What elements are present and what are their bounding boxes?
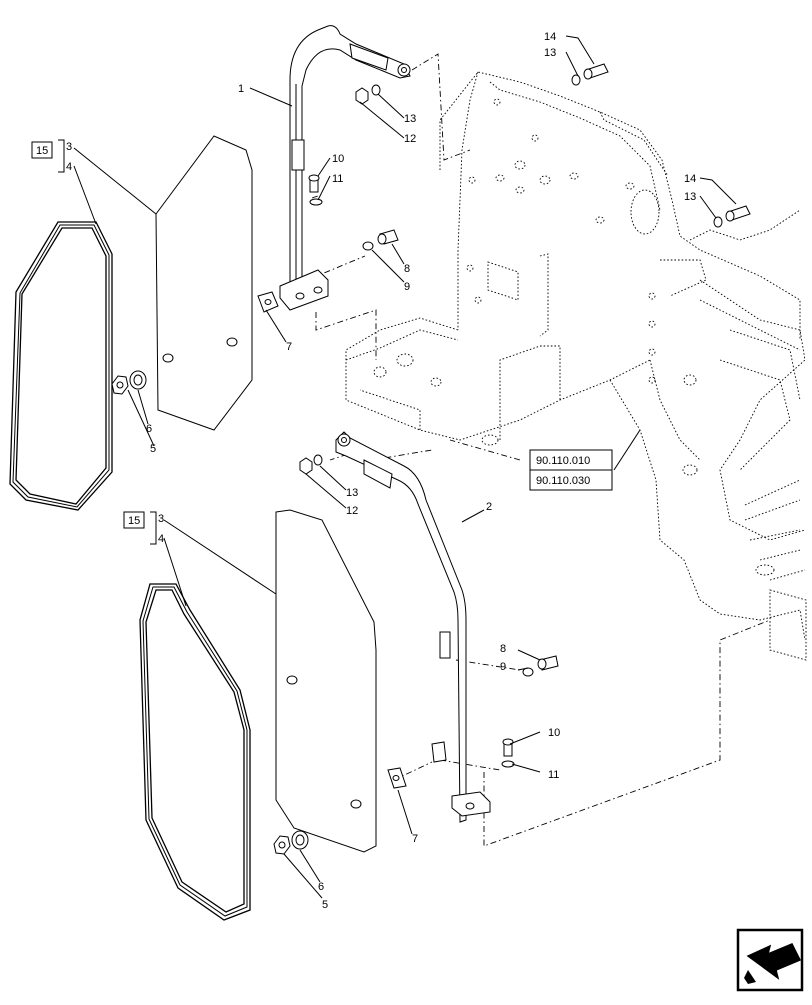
callout-9-upper: 9 [404,281,410,293]
callout-5-lower: 5 [322,899,328,911]
callout-6-lower: 6 [318,881,324,893]
callout-11-upper: 11 [332,173,343,185]
handle-rail-1 [279,25,411,311]
kit-ref-upper: 15 [36,145,48,157]
callout-4-upper: 4 [66,161,72,173]
callout-3-lower: 3 [158,513,164,525]
cross-ref-90-110-010[interactable]: 90.110.010 [536,455,590,467]
tractor-frame-phantom [345,71,807,661]
next-page-arrow-icon[interactable] [736,928,804,992]
callout-8-upper: 8 [404,263,410,275]
seal-lower [139,583,251,921]
handle-rail-2 [335,431,491,823]
callout-10-lower: 10 [548,727,560,739]
callout-14-right: 14 [684,173,696,185]
kit-ref-box-lower: 15 [123,511,145,529]
callout-9-lower: 9 [500,661,506,673]
callout-1: 1 [238,83,244,95]
bolt-washer-14-13-top [571,63,609,86]
nut-washer-12-13-upper [355,84,381,105]
cross-ref-box-a[interactable]: 90.110.010 [529,449,613,471]
callout-7-lower: 7 [412,833,418,845]
bolt-washer-8-9-lower [522,655,559,677]
cross-ref-box-b[interactable]: 90.110.030 [529,469,613,491]
callout-4-lower: 4 [158,533,164,545]
cross-ref-90-110-030[interactable]: 90.110.030 [536,475,590,487]
callout-13-lower: 13 [346,487,358,499]
glass-panel-upper [155,135,253,431]
callout-labels: 1 2 3 4 6 5 7 8 9 10 11 13 12 14 13 14 1… [66,31,696,911]
callout-5-upper: 5 [150,443,156,455]
nut-washer-upper [111,370,147,395]
bracket-7-upper [257,291,279,313]
seal-upper [9,221,113,511]
callout-12-upper: 12 [404,133,416,145]
callout-14-top: 14 [544,31,556,43]
callout-3-upper: 3 [66,141,72,153]
callout-11-lower: 11 [548,769,559,781]
bolt-washer-10-11-upper [308,174,323,206]
bracket-7-lower [387,767,407,789]
leader-lines [58,35,737,899]
nut-washer-lower [273,830,309,855]
callout-10-upper: 10 [332,153,344,165]
callout-13-right: 13 [684,191,696,203]
callout-13-upper: 13 [404,113,416,125]
callout-12-lower: 12 [346,505,358,517]
kit-ref-box-upper: 15 [31,141,53,159]
bolt-washer-14-13-right [713,205,751,228]
callout-8-lower: 8 [500,643,506,655]
callout-13-top: 13 [544,47,556,59]
kit-ref-lower: 15 [128,515,140,527]
callout-7-upper: 7 [286,341,292,353]
callout-2: 2 [486,501,492,513]
callout-6-upper: 6 [146,423,152,435]
glass-panel-lower [275,509,377,853]
nut-washer-12-13-lower [299,454,323,475]
bolt-washer-8-9-upper [362,229,399,251]
